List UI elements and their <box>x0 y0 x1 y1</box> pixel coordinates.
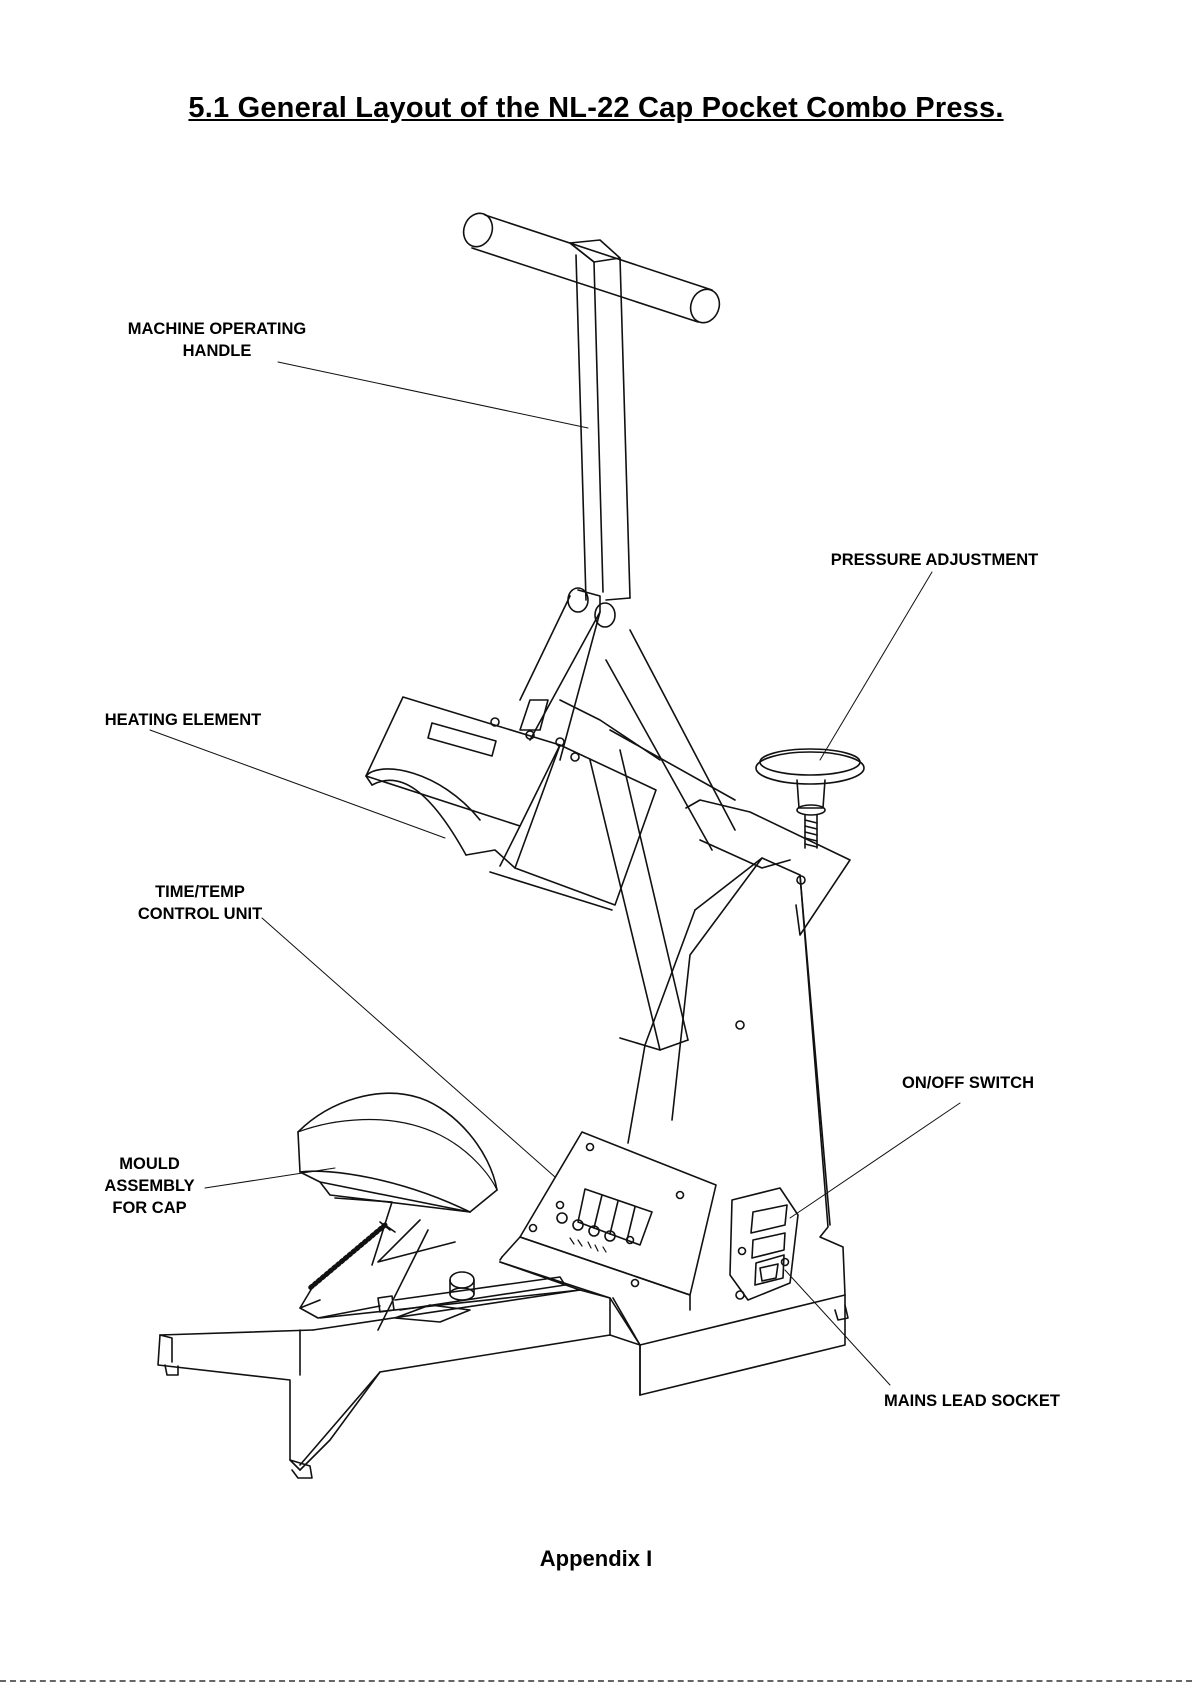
switch-socket-drawing <box>730 1188 798 1300</box>
base-drawing <box>158 1257 640 1478</box>
frame-column <box>613 800 850 1395</box>
label-mains-lead-socket: MAINS LEAD SOCKET <box>862 1390 1082 1412</box>
bottom-dashed-rule <box>0 1680 1192 1682</box>
label-time-temp-control-unit: TIME/TEMP CONTROL UNIT <box>110 881 290 925</box>
handle-crossbar <box>459 209 724 327</box>
pressure-knob-drawing <box>756 749 864 848</box>
label-mould-assembly-for-cap: MOULD ASSEMBLY FOR CAP <box>92 1153 207 1219</box>
handle-shaft <box>570 240 735 850</box>
page-footer: Appendix I <box>0 1546 1192 1572</box>
label-line: ASSEMBLY <box>92 1175 207 1197</box>
label-line: TIME/TEMP <box>110 881 290 903</box>
label-heating-element: HEATING ELEMENT <box>88 709 278 731</box>
label-on-off-switch: ON/OFF SWITCH <box>888 1072 1048 1094</box>
label-pressure-adjustment: PRESSURE ADJUSTMENT <box>812 549 1057 571</box>
linkage <box>520 588 735 1050</box>
label-line: CONTROL UNIT <box>110 903 290 925</box>
label-machine-operating-handle: MACHINE OPERATING HANDLE <box>108 318 326 362</box>
label-line: MACHINE OPERATING <box>108 318 326 340</box>
label-line: FOR CAP <box>92 1197 207 1219</box>
cap-mould-drawing <box>298 1093 497 1330</box>
label-line: MOULD <box>92 1153 207 1175</box>
leader-lines <box>150 362 960 1385</box>
label-line: HANDLE <box>108 340 326 362</box>
